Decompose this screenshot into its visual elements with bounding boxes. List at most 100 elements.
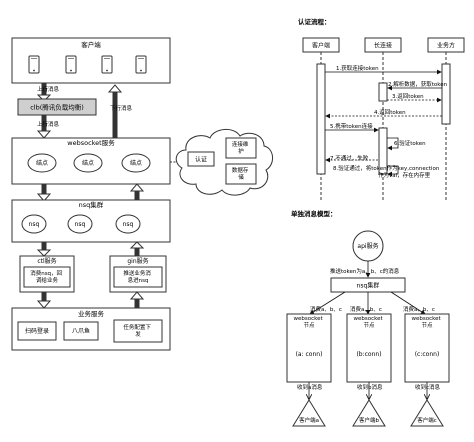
clb-label: clb(腾讯负载均衡): [30, 103, 84, 112]
msg-label-7: 7.不通过，失败: [330, 154, 369, 162]
nsq-to-ws-arrow-head: [129, 183, 145, 192]
received-label: 收到a消息: [297, 383, 323, 391]
received-label: 收到c消息: [415, 383, 441, 391]
activation-long-conn-1: [378, 82, 388, 102]
consume-label: 消费a、b、c: [350, 305, 382, 313]
msg-label-4: 4.返回token: [374, 109, 406, 116]
client-a-label: 客户端a: [299, 416, 319, 424]
single-consume-diagram: 单独消息模型： api服务 推送token为a、b、c的消息 nsq集群 消费a…: [286, 209, 450, 427]
msg-label-2: 2.解析数据，获取token: [388, 80, 448, 88]
ws-node-title-line: websocket: [294, 316, 324, 322]
websocket-node-1: [27, 153, 57, 173]
nsq-node-label: nsq: [75, 221, 86, 228]
msg-arrow-8: [387, 165, 399, 177]
business-item-label: 任务配置下 发: [123, 323, 152, 338]
ws-node-title-line: websocket: [354, 316, 384, 322]
client-b-triangle: [352, 399, 386, 427]
cloud-item-auth: [187, 151, 215, 167]
ws-node-title-line: websocket: [412, 316, 442, 322]
nsq-node-1: [21, 214, 47, 234]
ctl-service-body-line: 调给业务: [36, 276, 59, 284]
cloud-item-label-line: 数据存: [232, 166, 249, 174]
activation-client: [316, 63, 326, 175]
msg-label-1: 1.获取连接token: [336, 64, 379, 72]
msg-label-8-line: 8.验证通过，将token作为key,connection: [333, 164, 440, 172]
msg-label-8-line: 作为val，存在内存里: [378, 171, 431, 179]
phone-icons: [28, 55, 147, 74]
client-title: 客户端: [81, 40, 101, 49]
websocket-node-label: 结点: [36, 159, 48, 167]
business-item-label-line: 任务配置下: [123, 323, 151, 331]
nsq-to-ws-a-arrow: [309, 291, 346, 315]
auth-flow-title: 认证流程：: [298, 17, 331, 26]
gin-service-body: 推送业务消 息进nsq: [123, 269, 152, 284]
ws-node-title-line: 节点: [303, 321, 315, 329]
clb-box: [17, 98, 97, 116]
cloud-item-label: 数据存 储: [232, 166, 250, 181]
gin-service-title: gin服务: [127, 257, 148, 265]
ws-node-conn: (c:conn): [415, 351, 440, 358]
ctl-service-body-line: 消费nsq，回: [30, 269, 62, 277]
gin-service-body-line: 息进nsq: [128, 276, 149, 284]
business-item-label: 扫码登录: [25, 327, 49, 335]
up-arrow-head: [107, 84, 123, 93]
client-b-label: 客户端b: [359, 416, 380, 424]
msg-label-3: 3.返回token: [392, 93, 424, 100]
business-item-label: 八爪鱼: [72, 327, 90, 335]
ws-node-a: [286, 313, 332, 383]
client-c-triangle: [410, 399, 444, 427]
cloud-item-label-line: 储: [238, 173, 244, 181]
api-service-label: api服务: [357, 242, 378, 250]
ws-node-c: [404, 313, 450, 383]
push-label: 推送token为a、b、c的消息: [330, 267, 400, 275]
down-arrow-head: [36, 94, 52, 102]
lane-label: 业务方: [437, 42, 455, 50]
single-consume-title: 单独消息模型：: [291, 209, 337, 218]
phone-icon: [135, 55, 147, 74]
ws-node-conn: (b:conn): [356, 351, 381, 358]
business-item-qr-login: [17, 321, 57, 341]
cloud-item-data-storage: [225, 163, 257, 185]
websocket-title: websocket服务: [67, 138, 115, 147]
arrow-label-up-msg-1: 上行消息: [37, 85, 60, 93]
websocket-node-2: [73, 153, 103, 173]
client-c-label: 客户端c: [417, 416, 437, 424]
nsq-cluster-title: nsq集群: [79, 200, 104, 209]
phone-icon: [101, 55, 113, 74]
ctl-service-body-box: [23, 266, 71, 288]
client-box: [11, 37, 171, 84]
lane-label: 客户端: [312, 42, 330, 50]
consume-label: 消费a、b、c: [403, 305, 435, 313]
architecture-diagram: 客户端 上行消息 下行消息 clb(腾讯负载均衡) 上行消息 websocket…: [11, 37, 273, 351]
business-service-title: 业务服务: [78, 309, 105, 318]
ws-node-title: websocket 节点: [294, 316, 325, 329]
msg-label-5: 5.携带token连接: [330, 122, 373, 130]
ws-node-conn: (a: conn): [296, 351, 323, 358]
business-item-label-line: 发: [135, 330, 141, 338]
business-item-task-config: [113, 319, 163, 343]
websocket-node-3: [121, 153, 151, 173]
nsq-node-3: [115, 214, 141, 234]
ctl-service-title: ctl服务: [37, 257, 56, 265]
nsq-cluster-label-2: nsq集群: [357, 282, 380, 290]
gin-to-nsq-arrow-head: [129, 241, 145, 249]
nsq-node-label: nsq: [29, 221, 40, 228]
msg-label-6: 6.验证token: [394, 139, 426, 147]
msg-label-8: 8.验证通过，将token作为key,connection 作为val，存在内存…: [333, 164, 441, 179]
nsq-to-ctl-arrow-head: [36, 249, 52, 257]
ws-node-title-line: 节点: [363, 321, 375, 329]
activation-long-conn-2: [378, 127, 388, 175]
gin-service-body-box: [113, 266, 163, 288]
ws-to-nsq-arrow-head: [36, 193, 52, 202]
nsq-to-ws-c-arrow: [390, 291, 426, 315]
gin-service-body-line: 推送业务消: [123, 269, 151, 277]
activation-business: [441, 63, 451, 125]
auth-flow-diagram: 认证流程： 客户端 长连接 业务方 1.获取连接token 2.解析数据，获取t…: [298, 17, 465, 200]
ws-node-title: websocket 节点: [412, 316, 443, 329]
websocket-node-label: 结点: [130, 159, 142, 167]
cloud-item-label: 认证: [195, 156, 207, 164]
received-label: 收到b消息: [357, 383, 383, 391]
cloud-item-conn-maintain: [225, 137, 257, 159]
cloud-item-label-line: 连接维: [232, 140, 249, 148]
